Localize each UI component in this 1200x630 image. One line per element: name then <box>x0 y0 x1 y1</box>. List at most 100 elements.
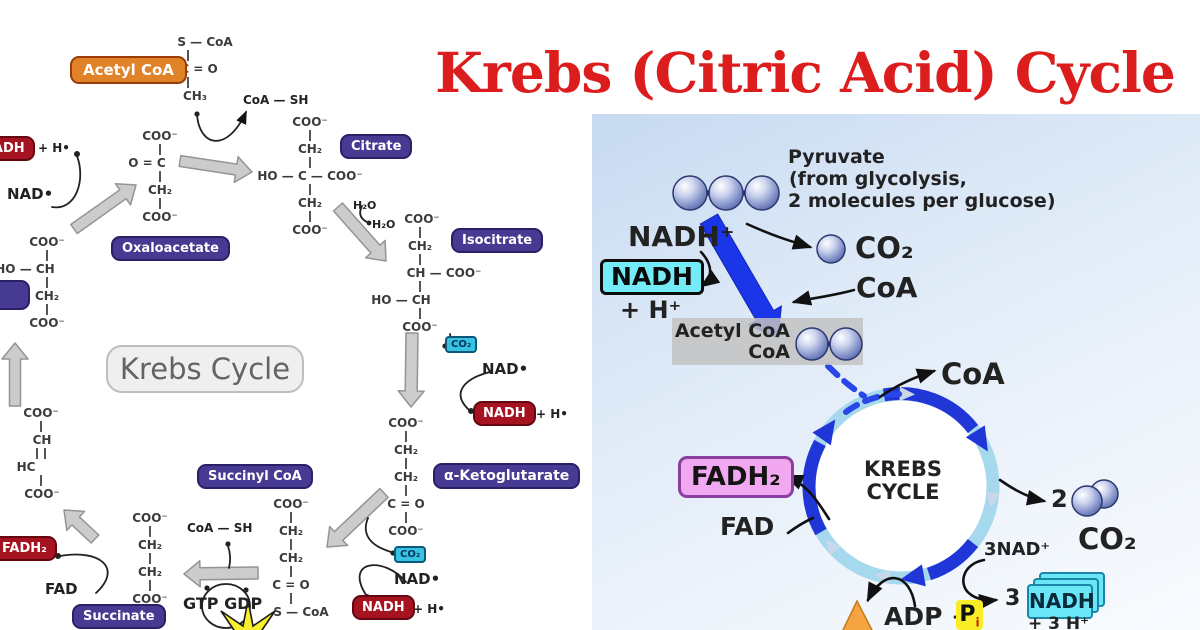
pyruvate-sphere-3 <box>744 175 780 211</box>
arrow-akg-to-succinylcoa <box>326 487 389 548</box>
gtp-gdp-label: GTP GDP <box>183 594 263 613</box>
arrow-h2o <box>359 205 368 223</box>
fad-label-right: FAD <box>720 512 775 541</box>
acetyl-sphere-2 <box>829 327 863 361</box>
arrow-succinylcoa-to-succinate <box>183 560 259 588</box>
co2-box-1: CO₂ <box>445 336 478 353</box>
pyruvate-sub2: 2 molecules per glucose) <box>788 190 1056 212</box>
arrow-coa-into-bluearrow <box>791 288 856 306</box>
coa-band-label: CoA <box>748 341 790 363</box>
co2-label-top: CO₂ <box>855 231 914 265</box>
ring-small-arrow-1 <box>985 491 1000 508</box>
nadh-stack-front: NADH <box>1027 584 1095 619</box>
fad-connector <box>786 516 815 535</box>
nadh-box-mid: NADH <box>473 401 536 426</box>
pyruvate-sphere-1 <box>672 175 708 211</box>
coa-sh-bottom: CoA — SH <box>187 521 253 535</box>
ring-small-arrow-3 <box>825 539 841 556</box>
arrow-malate-to-oxaloacetate <box>70 182 137 235</box>
krebs-cycle-ring-title: KREBS CYCLE <box>851 458 955 504</box>
nad-bottom: NAD• <box>394 570 441 588</box>
arrow-fumarate-to-malate <box>1 342 29 407</box>
gtp-gdp-loop <box>201 583 251 629</box>
arrow-oxaloacetate-to-citrate <box>178 154 253 184</box>
ring-small-arrow-4 <box>899 386 915 402</box>
krebs-cycle-title-box: Krebs Cycle <box>106 345 304 393</box>
succinyl-coa-label: Succinyl CoA <box>197 464 313 489</box>
succinate-label: Succinate <box>72 604 166 629</box>
isocitrate-label: Isocitrate <box>451 228 544 253</box>
acetyl-sphere-1 <box>795 327 829 361</box>
right-cofactor-arrows <box>699 222 1047 610</box>
ring-arrowhead-2 <box>900 564 926 587</box>
two-co2-count: 2 <box>1051 485 1068 513</box>
nad-top: NAD• <box>7 185 54 203</box>
nadh-box-top: NADH <box>0 136 35 161</box>
oxaloacetate-label: Oxaloacetate <box>111 236 230 261</box>
atp-triangle <box>842 599 873 630</box>
plus-3h-label: + 3 H⁺ <box>1028 614 1090 630</box>
fadh2-box-left: FADH₂ <box>0 536 57 561</box>
ring-arrowhead-1 <box>965 425 988 452</box>
pi-yellow-box: Pi <box>956 600 983 630</box>
malate-label-cut <box>0 280 30 310</box>
pyruvate-title: Pyruvate <box>788 146 885 168</box>
plus-h-bottom: + H• <box>413 602 445 616</box>
three-nadh-count: 3 <box>1005 586 1021 611</box>
co2-label-right: CO₂ <box>1078 522 1137 556</box>
p-subscript: i <box>975 615 980 630</box>
arrow-isocitrate-to-akg <box>397 332 425 408</box>
nadh-plus-label: NADH⁺ <box>628 220 735 253</box>
coa-label-ring: CoA <box>941 357 1005 391</box>
plus-h-mid: + H• <box>536 407 568 421</box>
alpha-ketoglutarate-label: α-Ketoglutarate <box>433 463 581 489</box>
co2-box-2: CO₂ <box>394 546 427 563</box>
citrate-label: Citrate <box>340 134 413 159</box>
arrow-nad-to-nadh-mid <box>459 371 491 411</box>
co2-sphere <box>816 234 846 264</box>
fad-label-left: FAD <box>45 580 78 598</box>
arrow-citrate-to-isocitrate <box>332 202 387 262</box>
acetyl-coa-band-label: Acetyl CoA <box>674 320 790 342</box>
arrow-nad-to-nadh-top <box>51 155 82 209</box>
left-cofactor-arrows <box>51 110 491 629</box>
arrow-3nad-to-3nadh <box>962 558 999 610</box>
coa-label-mid: CoA <box>856 271 918 304</box>
arrow-fad-to-fadh2 <box>59 553 109 594</box>
arrow-pyruvate-to-co2 <box>745 222 813 250</box>
arrow-ring-to-atp <box>866 576 917 608</box>
plus-h-top: + H• <box>38 141 70 155</box>
p-letter: P <box>959 602 976 627</box>
nadh-cyan-box: NADH <box>600 259 704 295</box>
h2o-in: H₂O <box>353 199 377 212</box>
ring-arrowhead-3 <box>812 419 836 446</box>
coa-sh-top: CoA — SH <box>243 93 309 107</box>
arrow-nad-to-nadh-bottom <box>358 564 407 596</box>
page-title: Krebs (Citric Acid) Cycle <box>435 40 1176 105</box>
arrow-ring-to-2co2 <box>998 478 1047 506</box>
fadh2-pink-box: FADH₂ <box>678 456 794 498</box>
arrow-nadhplus-to-nadh <box>699 250 721 288</box>
arrow-gtp-to-coash <box>227 545 231 569</box>
cycle-word: CYCLE <box>866 480 940 504</box>
arrow-succinate-to-fumarate <box>63 509 100 544</box>
pyruvate-sub1: (from glycolysis, <box>789 168 967 190</box>
gray-reaction-arrows <box>1 154 425 588</box>
arrow-akg-to-co2 <box>364 517 392 553</box>
krebs-word: KREBS <box>864 457 942 481</box>
arrow-ring-to-coa <box>878 368 937 399</box>
three-nad-label: 3NAD⁺ <box>984 539 1050 560</box>
carbon-spheres <box>672 175 1119 517</box>
h2o-out: H₂O <box>372 218 396 231</box>
plus-h-right: + H⁺ <box>620 296 682 324</box>
